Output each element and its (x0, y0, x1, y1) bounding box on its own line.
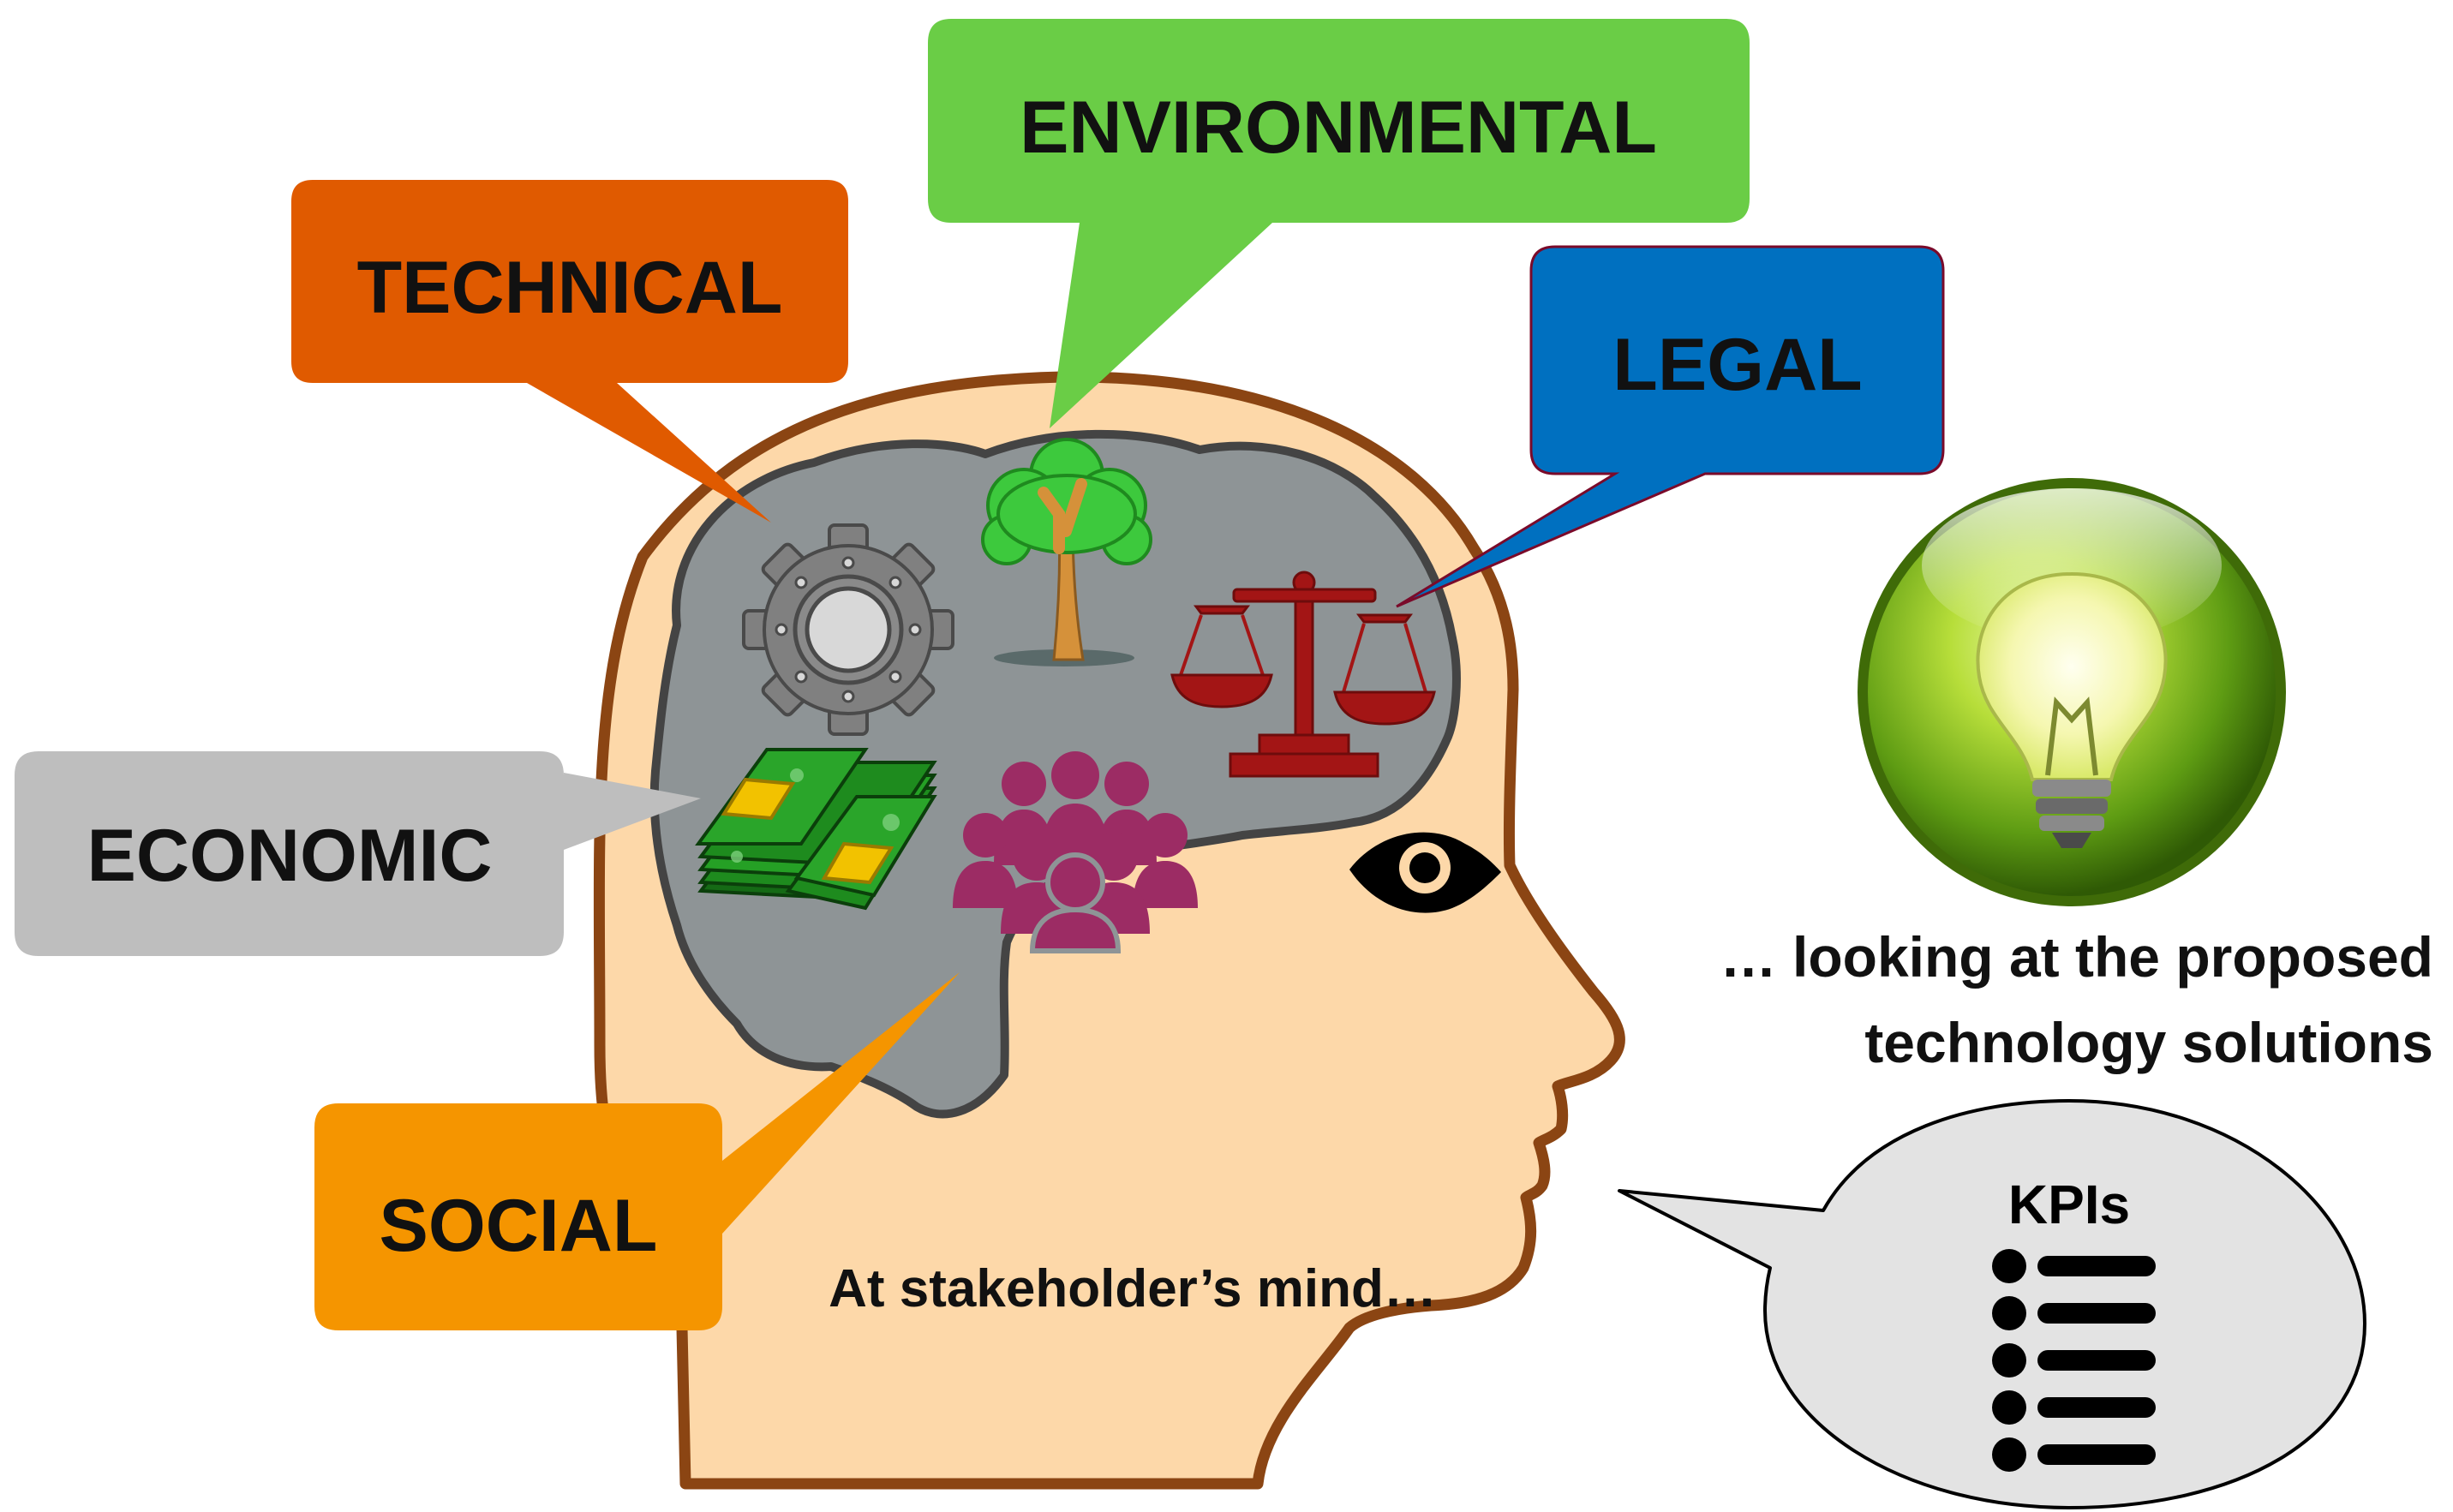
social-label: SOCIAL (380, 1185, 658, 1267)
technical-bubble: TECHNICAL (291, 180, 848, 523)
eye-icon (1349, 832, 1501, 913)
looking-caption-line2: technology solutions (1864, 1011, 2433, 1074)
economic-bubble: ECONOMIC (15, 751, 701, 956)
looking-caption-line1: … looking at the proposed (1720, 925, 2433, 989)
economic-label: ECONOMIC (87, 815, 493, 897)
social-bubble: SOCIAL (314, 972, 960, 1330)
lightbulb-icon (1858, 478, 2286, 906)
technical-label: TECHNICAL (357, 247, 783, 329)
money-stack-icon (695, 748, 937, 911)
bulleted-list-icon (1992, 1249, 2156, 1472)
mind-caption: At stakeholder’s mind… (829, 1259, 1437, 1318)
technical-bubble-shape (291, 180, 848, 523)
social-bubble-shape (314, 972, 960, 1330)
legal-bubble-shape (1396, 245, 1945, 608)
legal-bubble: LEGAL (1396, 245, 1945, 608)
kpi-title: KPIs (2008, 1174, 2130, 1235)
people-group-icon (953, 751, 1198, 953)
kpi-bubble-shape (1618, 1099, 2366, 1509)
environmental-bubble-shape (928, 19, 1750, 428)
environmental-label: ENVIRONMENTAL (1020, 87, 1657, 169)
gear-icon (742, 523, 954, 736)
scales-of-justice-icon (1170, 571, 1436, 778)
legal-label: LEGAL (1612, 324, 1862, 406)
tree-icon (981, 438, 1152, 666)
kpi-speech-bubble: KPIs (1618, 1099, 2366, 1509)
environmental-bubble: ENVIRONMENTAL (928, 19, 1750, 428)
economic-bubble-shape (15, 751, 701, 956)
